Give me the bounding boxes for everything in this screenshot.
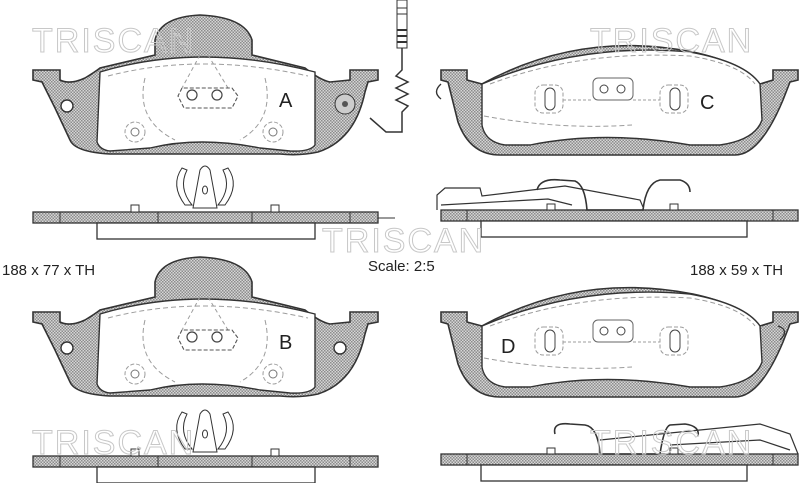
watermark-top-right: TRISCAN [589, 22, 754, 61]
watermark-top-left: TRISCAN [31, 22, 196, 61]
pad-d-clip [777, 325, 786, 341]
watermark-center: TRISCAN [321, 222, 486, 261]
watermark-bottom-left: TRISCAN [31, 424, 196, 463]
pad-letter-d: D [501, 336, 516, 358]
scale-label: Scale: 2:5 [368, 258, 435, 275]
watermark-bottom-right: TRISCAN [589, 424, 754, 463]
pad-letter-b: B [279, 332, 293, 354]
pad-d-front-view [440, 286, 799, 398]
pad-b-mount-hole [333, 341, 347, 355]
dimension-label-right: 188 x 59 x TH [690, 262, 784, 279]
pad-c-clip [435, 83, 442, 100]
pad-c-front-view [440, 44, 799, 156]
dimension-label-left: 188 x 77 x TH [2, 262, 96, 279]
pad-c-side-view [436, 178, 799, 238]
pad-letter-c: C [700, 92, 715, 114]
pad-d-side-view [440, 422, 799, 482]
pad-letter-a: A [279, 90, 293, 112]
wear-sensor [334, 0, 410, 133]
